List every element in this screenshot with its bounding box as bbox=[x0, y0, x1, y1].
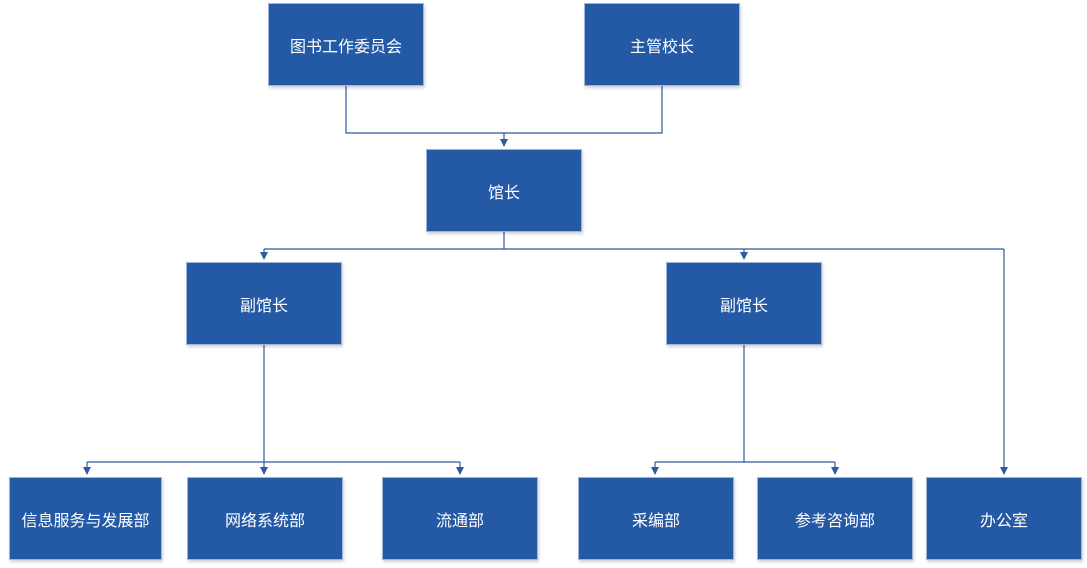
node-supervising-principal: 主管校长 bbox=[584, 3, 740, 86]
node-library-director: 馆长 bbox=[426, 149, 582, 232]
node-label: 图书工作委员会 bbox=[289, 36, 402, 56]
node-label: 采编部 bbox=[631, 510, 680, 530]
node-deputy-director-left: 副馆长 bbox=[186, 262, 342, 345]
node-label: 办公室 bbox=[979, 510, 1028, 530]
node-network-systems-dept: 网络系统部 bbox=[187, 477, 343, 560]
node-acquisitions-dept: 采编部 bbox=[578, 477, 734, 560]
node-label: 网络系统部 bbox=[224, 510, 305, 530]
node-info-services-dept: 信息服务与发展部 bbox=[9, 477, 162, 560]
connector-committee-director bbox=[345, 86, 504, 134]
node-office: 办公室 bbox=[926, 477, 1082, 560]
node-library-committee: 图书工作委员会 bbox=[268, 3, 424, 86]
node-deputy-director-right: 副馆长 bbox=[666, 262, 822, 345]
node-label: 主管校长 bbox=[629, 36, 694, 56]
node-label: 参考咨询部 bbox=[794, 510, 875, 530]
node-label: 馆长 bbox=[487, 182, 520, 202]
node-label: 副馆长 bbox=[239, 295, 288, 315]
node-label: 信息服务与发展部 bbox=[21, 510, 150, 530]
node-label: 副馆长 bbox=[719, 295, 768, 315]
connector-principal-director bbox=[504, 86, 663, 134]
node-circulation-dept: 流通部 bbox=[382, 477, 538, 560]
node-reference-dept: 参考咨询部 bbox=[757, 477, 913, 560]
node-label: 流通部 bbox=[435, 510, 484, 530]
